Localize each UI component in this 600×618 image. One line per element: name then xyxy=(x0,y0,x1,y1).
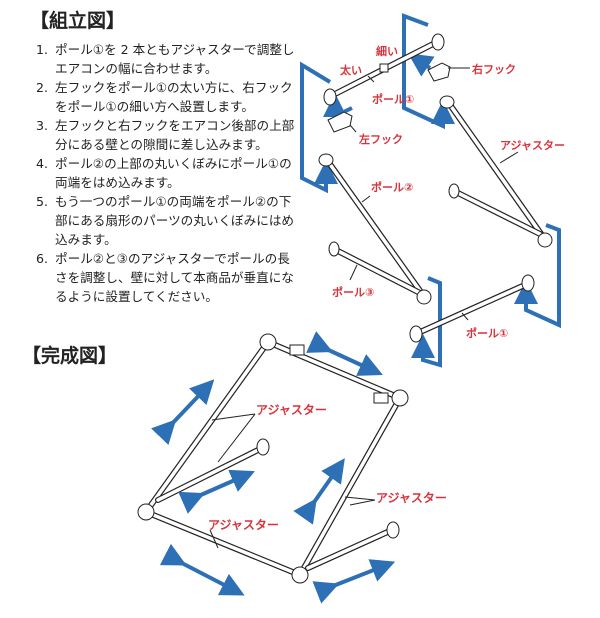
step-item: 3. 左フックと右フックをエアコン後部の上部分にある壁との隙間に差し込みます。 xyxy=(36,116,298,154)
completed-label-adjuster: アジャスター xyxy=(376,491,447,505)
completed-label-adjuster: アジャスター xyxy=(208,518,279,532)
step-text: 左フックをポール①の太い方に、右フックをポール①の細い方へ設置します。 xyxy=(55,80,293,114)
pole-1-top xyxy=(323,33,445,106)
left-hook xyxy=(327,111,353,133)
leader-lines xyxy=(349,67,519,321)
step-item: 4. ポール②の上部の丸いくぼみにポール①の両端をはめ込みます。 xyxy=(36,154,298,192)
assembly-steps: 1. ポール①を 2 本ともアジャスターで調整しエアコンの幅に合わせます。 2. 左… xyxy=(36,40,298,306)
label-pole-2: ポール② xyxy=(371,180,413,194)
label-right-hook: 右フック xyxy=(471,62,516,76)
step-item: 6. ポール②と③のアジャスターでポールの長さを調整し、壁に対して本商品が垂直にな… xyxy=(36,249,298,306)
label-pole-1-top: ポール① xyxy=(372,92,414,106)
label-pole-1-bottom: ポール① xyxy=(466,326,508,340)
completed-frame xyxy=(137,333,409,584)
adjust-arrows xyxy=(151,331,396,604)
label-thick: 太い xyxy=(339,63,362,77)
step-number: 5. xyxy=(36,194,49,209)
label-thin: 細い xyxy=(376,44,398,58)
step-number: 3. xyxy=(36,118,49,133)
step-text: もう一つのポール①の両端をポール②の下部にある扇形のパーツの丸いくぼみにはめ込み… xyxy=(55,194,295,247)
step-item: 5. もう一つのポール①の両端をポール②の下部にある扇形のパーツの丸いくぼみにはめ… xyxy=(36,192,298,249)
label-pole-3: ポール③ xyxy=(332,285,374,299)
step-item: 1. ポール①を 2 本ともアジャスターで調整しエアコンの幅に合わせます。 xyxy=(36,40,298,78)
pole-2-right xyxy=(439,95,553,248)
pole-2-left xyxy=(318,153,432,305)
step-number: 1. xyxy=(36,42,49,57)
step-text: 左フックと右フックをエアコン後部の上部分にある壁との隙間に差し込みます。 xyxy=(55,118,295,152)
step-number: 4. xyxy=(36,156,49,171)
completed-title: 【完成図】 xyxy=(22,345,118,367)
step-number: 6. xyxy=(36,251,49,266)
step-text: ポール①を 2 本ともアジャスターで調整しエアコンの幅に合わせます。 xyxy=(55,42,295,76)
pole-1-bottom xyxy=(409,274,535,343)
wall-bracket-lines xyxy=(300,13,561,368)
right-hook xyxy=(427,62,451,82)
step-text: ポール②の上部の丸いくぼみにポール①の両端をはめ込みます。 xyxy=(55,156,292,190)
step-item: 2. 左フックをポール①の太い方に、右フックをポール①の細い方へ設置します。 xyxy=(36,78,298,116)
step-number: 2. xyxy=(36,80,49,95)
label-adjuster: アジャスター xyxy=(500,139,565,152)
step-text: ポール②と③のアジャスターでポールの長さを調整し、壁に対して本商品が垂直になるよ… xyxy=(55,251,294,304)
label-left-hook: 左フック xyxy=(358,132,403,146)
completed-label-adjuster: アジャスター xyxy=(256,403,327,417)
completed-leader-lines xyxy=(209,413,376,549)
assembly-title: 【組立図】 xyxy=(30,10,126,32)
